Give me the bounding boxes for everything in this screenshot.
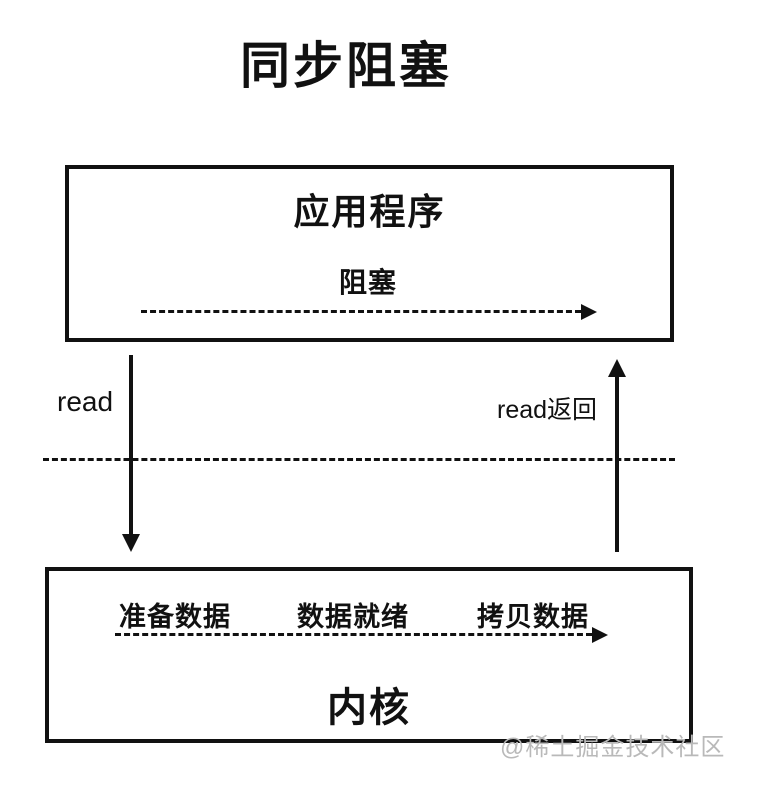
arrowhead-up-icon xyxy=(608,359,626,377)
arrowhead-right-icon xyxy=(581,304,597,320)
application-box: 应用程序 阻塞 xyxy=(65,165,674,342)
read-call-label: read xyxy=(57,386,114,417)
application-label: 应用程序 xyxy=(293,191,446,232)
read-return-label: read返回 xyxy=(497,396,598,424)
arrowhead-right-icon xyxy=(592,627,608,643)
kernel-stage-data-ready: 数据就绪 xyxy=(297,602,409,632)
read-return-arrow-icon xyxy=(615,376,619,552)
kernel-box: 准备数据 数据就绪 拷贝数据 内核 xyxy=(45,567,693,743)
blocking-dashed-arrow-icon xyxy=(141,304,597,320)
space-separator-dashed-line xyxy=(43,458,675,461)
diagram-title: 同步阻塞 xyxy=(240,38,452,94)
kernel-stage-copy-data: 拷贝数据 xyxy=(477,602,589,632)
kernel-stage-prepare-data: 准备数据 xyxy=(119,602,231,632)
kernel-progress-dashed-arrow-icon xyxy=(115,627,608,643)
kernel-label: 内核 xyxy=(327,686,411,730)
blocking-label: 阻塞 xyxy=(338,267,397,298)
arrowhead-down-icon xyxy=(122,534,140,552)
watermark-text: @稀土掘金技术社区 xyxy=(500,734,726,761)
read-call-arrow-icon xyxy=(129,355,133,535)
